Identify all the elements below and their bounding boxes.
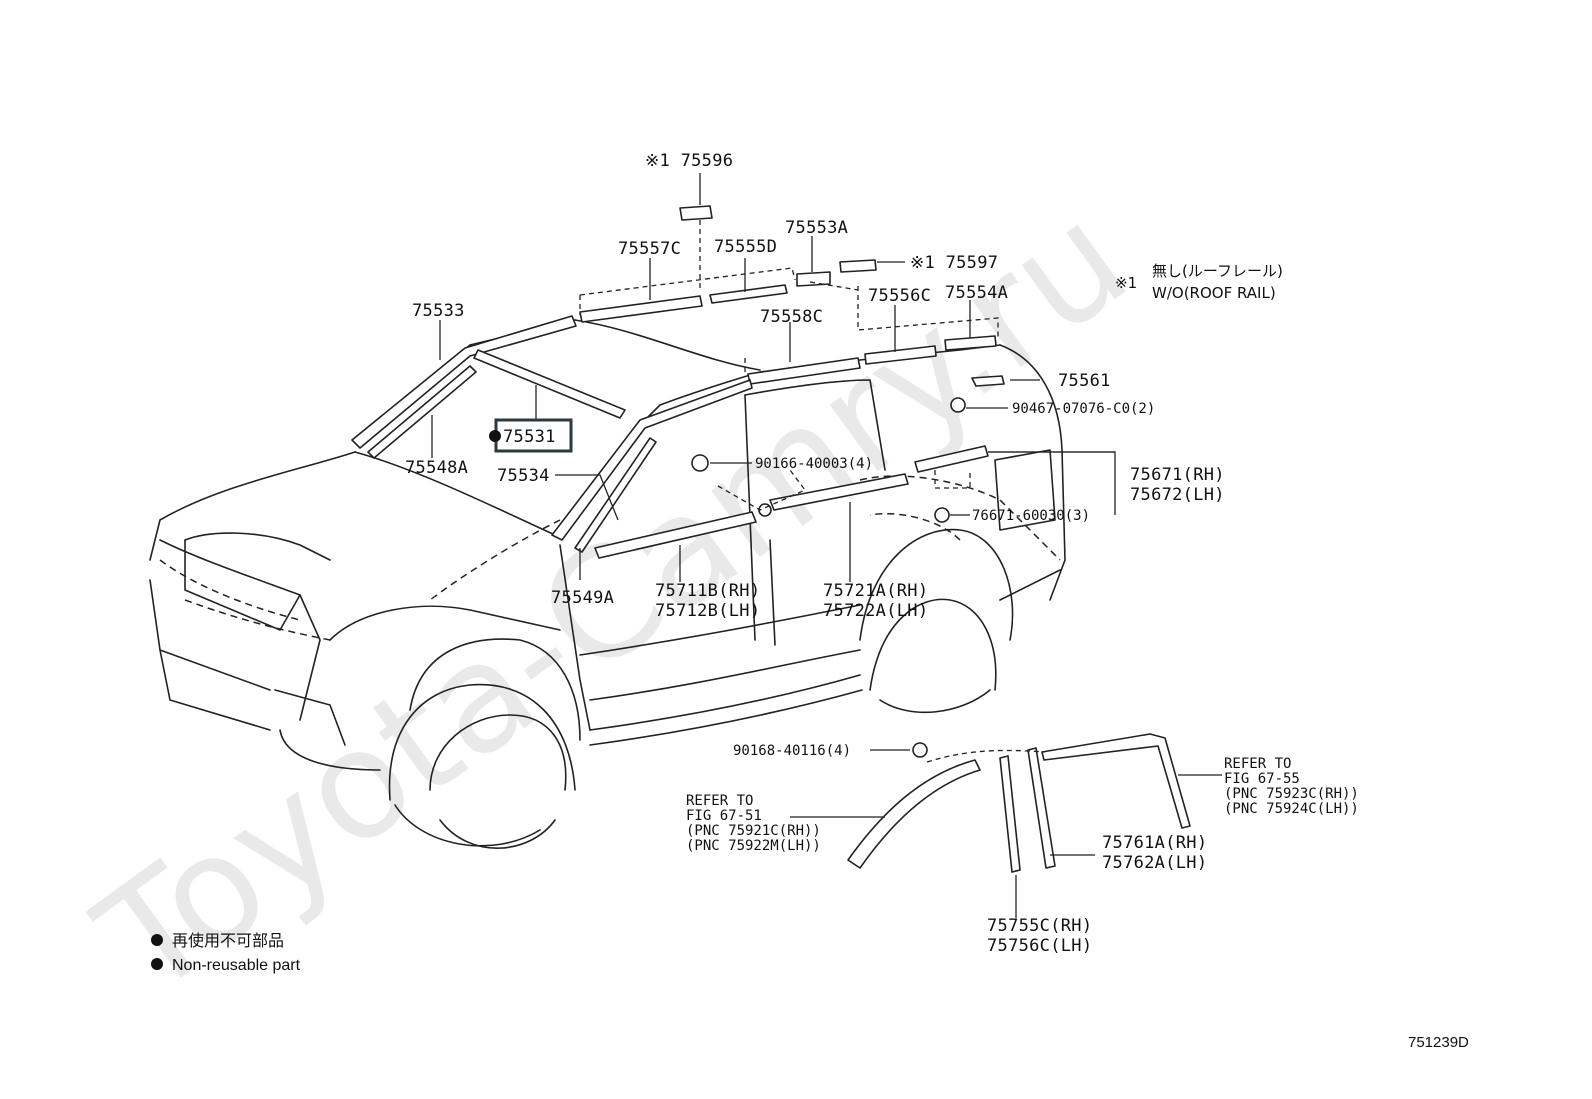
legend-jp: 再使用不可部品 <box>172 932 284 950</box>
clip-90166 <box>691 454 709 472</box>
svg-text:FIG 67-55: FIG 67-55 <box>1224 771 1300 787</box>
svg-text:FIG 67-51: FIG 67-51 <box>686 808 762 824</box>
label-75597: ※1 75597 <box>910 253 998 273</box>
label-75712B: 75712B(LH) <box>655 601 760 621</box>
svg-text:(PNC 75922M(LH)): (PNC 75922M(LH)) <box>686 838 821 854</box>
label-75533: 75533 <box>412 301 465 321</box>
label-75671: 75671(RH) <box>1130 465 1225 485</box>
molding-parts <box>351 205 1191 873</box>
label-75761A: 75761A(RH) <box>1102 833 1207 853</box>
leader-lines <box>431 173 1222 918</box>
label-75561: 75561 <box>1058 371 1111 391</box>
svg-text:(PNC 75921C(RH)): (PNC 75921C(RH)) <box>686 823 821 839</box>
label-75672: 75672(LH) <box>1130 485 1225 505</box>
label-75549A: 75549A <box>551 588 614 608</box>
label-76671: 76671-60030(3) <box>972 508 1090 524</box>
svg-text:REFER TO: REFER TO <box>1224 756 1291 772</box>
label-75722A: 75722A(LH) <box>823 601 928 621</box>
part-labels: ※1 75596 75557C 75555D 75553A ※1 75597 7… <box>405 151 1359 956</box>
label-75548A: 75548A <box>405 458 468 478</box>
legend-dot-icon <box>151 958 163 970</box>
refer-to-fig-67-51: REFER TO FIG 67-51 (PNC 75921C(RH)) (PNC… <box>686 793 821 854</box>
label-90166: 90166-40003(4) <box>755 456 873 472</box>
label-90467: 90467-07076-C0(2) <box>1012 401 1155 417</box>
clip-90168 <box>912 742 928 758</box>
refer-to-fig-67-55: REFER TO FIG 67-55 (PNC 75923C(RH)) (PNC… <box>1224 756 1359 817</box>
label-75555D: 75555D <box>714 237 777 257</box>
label-75711B: 75711B(RH) <box>655 581 760 601</box>
label-75534: 75534 <box>497 466 550 486</box>
label-75531: 75531 <box>503 427 556 447</box>
svg-text:(PNC 75924C(LH)): (PNC 75924C(LH)) <box>1224 801 1359 817</box>
label-75755C: 75755C(RH) <box>987 916 1092 936</box>
legend: 再使用不可部品 Non-reusable part <box>151 932 301 974</box>
diagram-code: 751239D <box>1408 1034 1469 1051</box>
legend-en: Non-reusable part <box>172 957 301 974</box>
label-75721A: 75721A(RH) <box>823 581 928 601</box>
non-reusable-dot <box>489 430 501 442</box>
svg-text:REFER TO: REFER TO <box>686 793 753 809</box>
label-75756C: 75756C(LH) <box>987 936 1092 956</box>
label-75762A: 75762A(LH) <box>1102 853 1207 873</box>
svg-text:※1: ※1 <box>1115 274 1137 292</box>
grouping-lines <box>579 220 1046 763</box>
svg-text:無し(ルーフレール): 無し(ルーフレール) <box>1152 262 1283 280</box>
label-75596: ※1 75596 <box>645 151 733 171</box>
label-75557C: 75557C <box>618 239 681 259</box>
label-90168: 90168-40116(4) <box>733 743 851 759</box>
label-75558C: 75558C <box>760 307 823 327</box>
roof-rail-note: ※1 無し(ルーフレール) W/O(ROOF RAIL) <box>1115 262 1283 302</box>
svg-text:W/O(ROOF RAIL): W/O(ROOF RAIL) <box>1152 284 1276 302</box>
label-75556C: 75556C <box>868 286 931 306</box>
label-75554A: 75554A <box>945 283 1008 303</box>
clip-76671 <box>934 507 950 523</box>
legend-dot-icon <box>151 934 163 946</box>
svg-text:(PNC 75923C(RH)): (PNC 75923C(RH)) <box>1224 786 1359 802</box>
clip-90467 <box>950 397 966 413</box>
label-75553A: 75553A <box>785 218 848 238</box>
